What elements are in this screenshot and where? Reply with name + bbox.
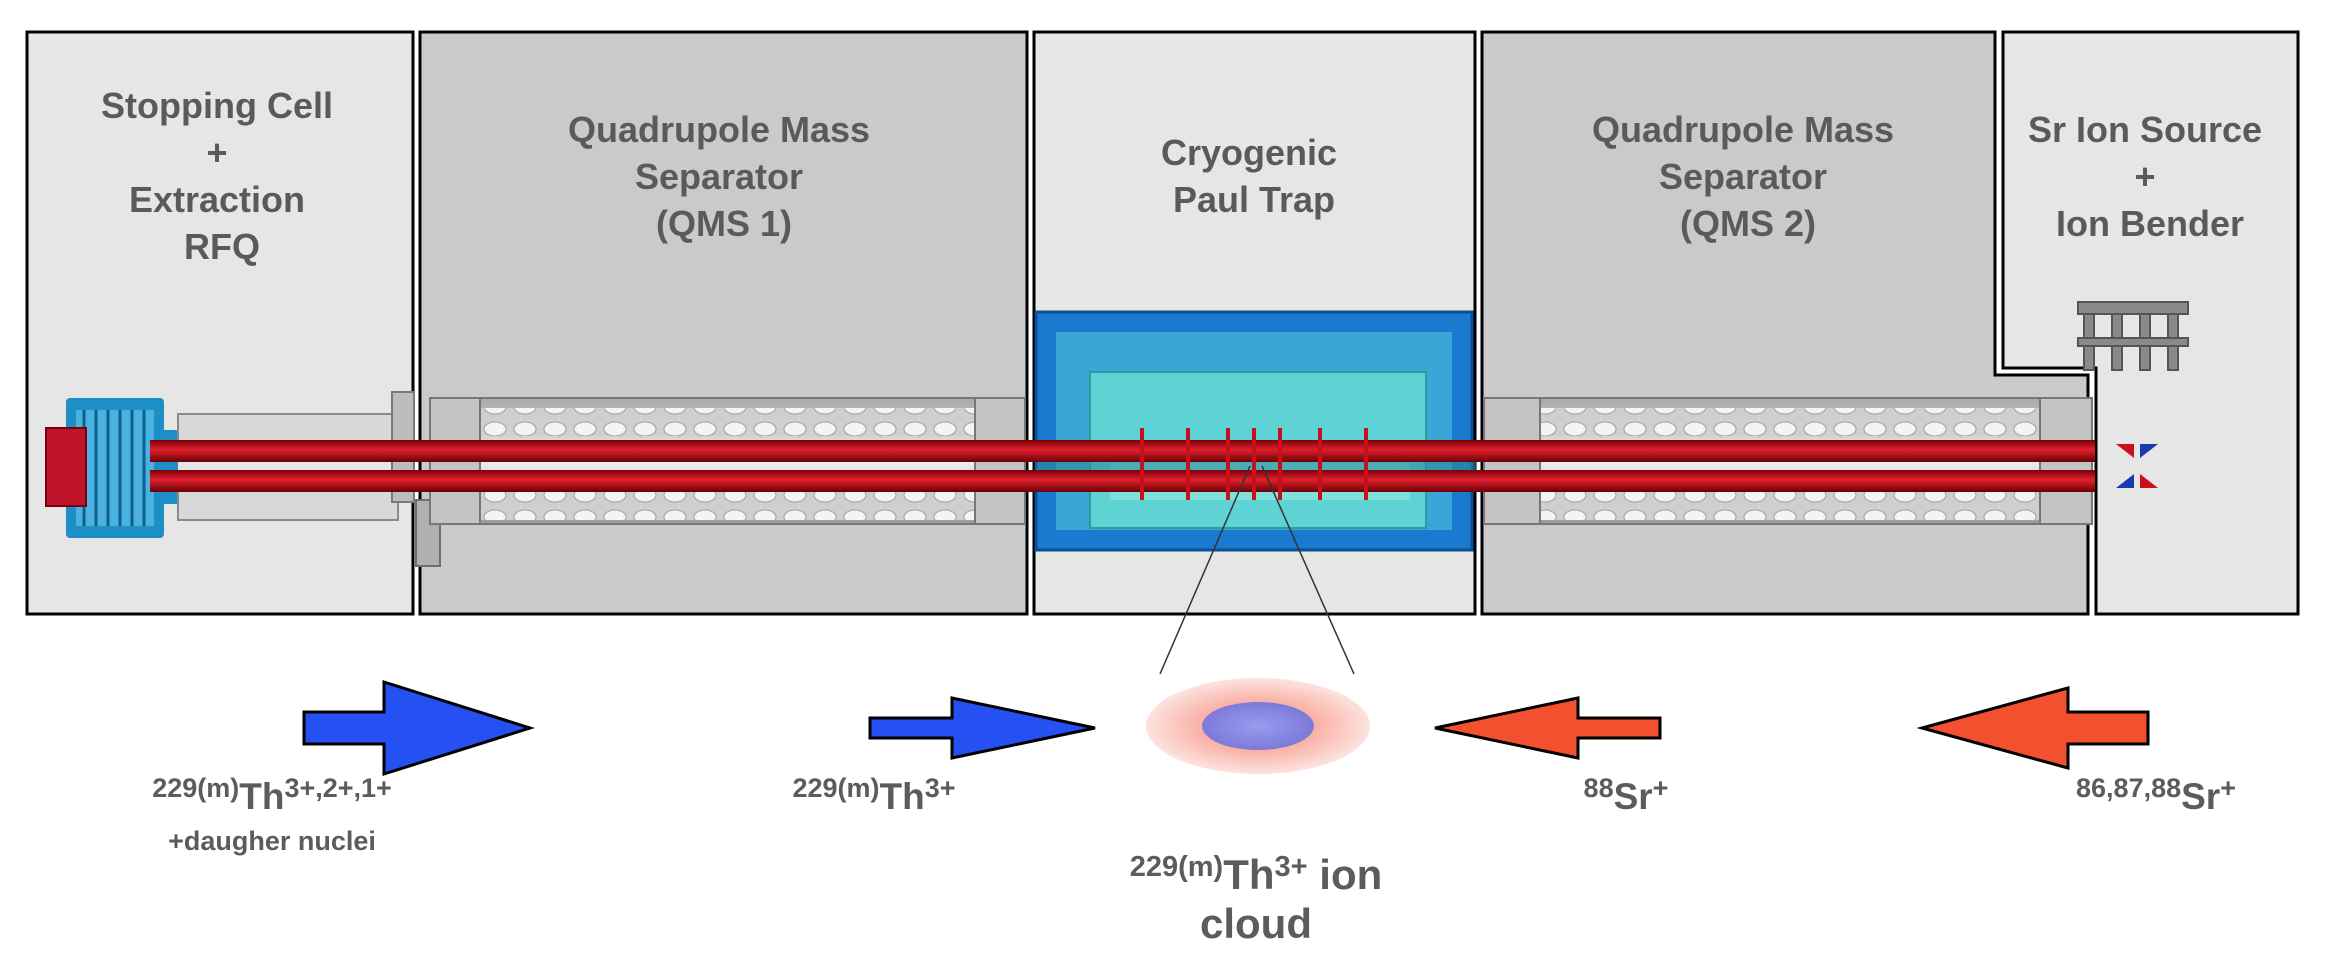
qms1-title-3: (QMS 1) <box>656 203 792 244</box>
sr-source-title-2: + <box>2134 156 2155 197</box>
label-sr-isotopes-mass: 86,87,88 <box>2076 773 2181 803</box>
label-sr88-element: Sr <box>1614 776 1653 817</box>
paul-trap-title-1: Cryogenic <box>1161 132 1337 173</box>
zoom-lines <box>1159 465 1355 675</box>
qms1-title-2: Separator <box>635 156 803 197</box>
rf-rods <box>150 440 2095 492</box>
label-sr-isotopes: 86,87,88Sr+ <box>2076 773 2236 817</box>
qms1-title-1: Quadrupole Mass <box>568 109 870 150</box>
paul-trap-electrodes <box>1140 428 1368 500</box>
label-th3-qms: 229(m)Th3+ <box>792 773 955 817</box>
stopping-cell-title-1: Stopping Cell <box>101 85 333 126</box>
arrow-sr-from-source <box>1916 686 2150 770</box>
label-ion-cloud-line2: cloud <box>1200 900 1312 947</box>
label-th3-qms-element: Th <box>880 776 925 817</box>
label-sr88: 88Sr+ <box>1584 773 1669 817</box>
label-th-ions-in-charge: 3+,2+,1+ <box>284 773 391 803</box>
sr-source-title-3: Ion Bender <box>2056 203 2244 244</box>
label-th3-qms-mass: 229(m) <box>792 773 879 803</box>
stopping-cell-title-4: RFQ <box>184 226 260 267</box>
stopping-cell-title-3: Extraction <box>129 179 305 220</box>
label-ion-cloud-element: Th <box>1223 851 1274 898</box>
arrow-th-into-qms1 <box>302 679 535 777</box>
ion-bender <box>2077 301 2189 371</box>
arrow-th-into-trap <box>868 696 1096 760</box>
qms2-title-2: Separator <box>1659 156 1827 197</box>
label-ion-cloud-suffix: ion <box>1308 851 1383 898</box>
label-ion-cloud-mass: 229(m) <box>1130 851 1224 883</box>
stopping-cell-title-2: + <box>206 132 227 173</box>
arrow-sr-into-trap <box>1434 696 1662 760</box>
qms2-title-1: Quadrupole Mass <box>1592 109 1894 150</box>
sr-source-title: Sr Ion Source + Ion Bender <box>2028 109 2272 244</box>
label-th3-qms-charge: 3+ <box>925 773 956 803</box>
qms2-title-3: (QMS 2) <box>1680 203 1816 244</box>
label-sr88-mass: 88 <box>1584 773 1614 803</box>
label-ion-cloud-charge: 3+ <box>1275 851 1308 883</box>
stopping-cell-title: Stopping Cell + Extraction RFQ <box>101 85 343 267</box>
label-th-ions-in-element: Th <box>239 776 284 817</box>
paul-trap-title: Cryogenic Paul Trap <box>1161 132 1347 220</box>
label-th-ions-in: 229(m)Th3+,2+,1+ <box>152 773 392 817</box>
label-sr-isotopes-element: Sr <box>2181 776 2220 817</box>
label-daughter-nuclei: +daugher nuclei <box>168 826 376 856</box>
label-sr88-charge: + <box>1653 773 1669 803</box>
qms1-title: Quadrupole Mass Separator (QMS 1) <box>568 109 880 244</box>
sr-quadrupole-deflector <box>2116 444 2158 488</box>
sr-source-title-1: Sr Ion Source <box>2028 109 2262 150</box>
ion-cloud <box>1146 678 1370 774</box>
label-sr-isotopes-charge: + <box>2220 773 2236 803</box>
qms2-title: Quadrupole Mass Separator (QMS 2) <box>1592 109 1904 244</box>
label-th-ions-in-mass: 229(m) <box>152 773 239 803</box>
paul-trap-title-2: Paul Trap <box>1173 179 1335 220</box>
label-ion-cloud: 229(m)Th3+ ion <box>1130 851 1383 898</box>
